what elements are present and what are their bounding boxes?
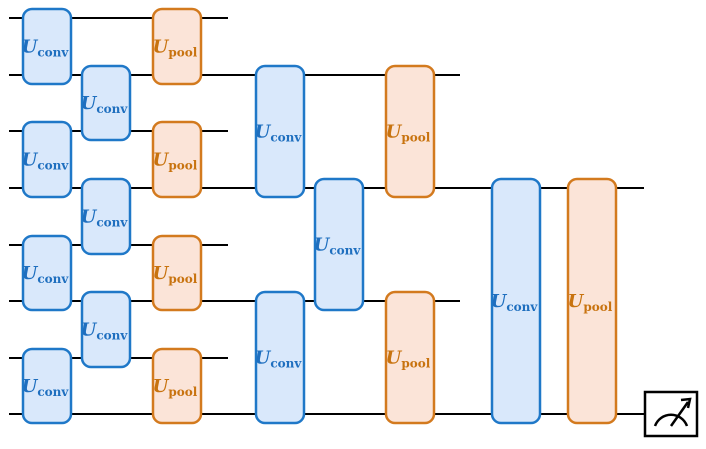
conv-gate-l0-5-label: Uconv [81, 207, 129, 230]
conv-gate-l0-2: Uconv [21, 234, 73, 312]
conv-gate-l0-1-label: Uconv [22, 150, 70, 173]
pool-gate-l0-3-box [151, 347, 203, 425]
conv-gate-l0-2-box [21, 234, 73, 312]
measurement-meter-icon [643, 390, 699, 438]
conv-gate-l0-1-box [21, 120, 73, 199]
pool-gate-l0-0: Upool [151, 7, 203, 86]
pool-gate-l0-3-label: Upool [153, 376, 198, 399]
conv-gate-l0-4-label: Uconv [81, 93, 129, 116]
conv-gate-l2-0-label: Uconv [491, 291, 539, 314]
gates-layer: UconvUconvUconvUconvUconvUconvUconvUpool… [21, 7, 618, 425]
pool-gate-l1-0-label: Upool [386, 122, 431, 145]
pool-gate-l1-0-box [384, 64, 436, 199]
conv-gate-l0-3: Uconv [21, 347, 73, 425]
conv-gate-l0-6-box [80, 290, 132, 369]
conv-gate-l0-6-label: Uconv [81, 320, 129, 343]
pool-gate-l0-2-box [151, 234, 203, 312]
conv-gate-l0-0-box [21, 7, 73, 86]
measurement-layer [643, 390, 699, 438]
conv-gate-l0-5: Uconv [80, 177, 132, 256]
conv-gate-l0-0-label: Uconv [22, 37, 70, 60]
pool-gate-l0-0-box [151, 7, 203, 86]
pool-gate-l0-3: Upool [151, 347, 203, 425]
conv-gate-l1-2-box [313, 177, 365, 312]
conv-gate-l1-2: Uconv [313, 177, 365, 312]
pool-gate-l0-1-label: Upool [153, 150, 198, 173]
conv-gate-l1-0: Uconv [254, 64, 306, 199]
conv-gate-l1-1-label: Uconv [255, 348, 303, 371]
conv-gate-l0-2-label: Uconv [22, 263, 70, 286]
pool-gate-l0-2: Upool [151, 234, 203, 312]
conv-gate-l0-0: Uconv [21, 7, 73, 86]
pool-gate-l1-1: Upool [384, 290, 436, 425]
conv-gate-l1-0-label: Uconv [255, 122, 303, 145]
pool-gate-l2-0-box [566, 177, 618, 425]
pool-gate-l0-2-label: Upool [153, 263, 198, 286]
pool-gate-l0-1-box [151, 120, 203, 199]
conv-gate-l1-2-label: Uconv [314, 235, 362, 258]
pool-gate-l0-0-label: Upool [153, 37, 198, 60]
conv-gate-l0-1: Uconv [21, 120, 73, 199]
pool-gate-l1-0: Upool [384, 64, 436, 199]
pool-gate-l1-1-label: Upool [386, 348, 431, 371]
conv-gate-l1-1-box [254, 290, 306, 425]
conv-gate-l0-3-label: Uconv [22, 376, 70, 399]
conv-gate-l1-0-box [254, 64, 306, 199]
conv-gate-l0-6: Uconv [80, 290, 132, 369]
conv-gate-l2-0: Uconv [490, 177, 542, 425]
pool-gate-l1-1-box [384, 290, 436, 425]
conv-gate-l0-4: Uconv [80, 64, 132, 142]
conv-gate-l1-1: Uconv [254, 290, 306, 425]
conv-gate-l0-5-box [80, 177, 132, 256]
conv-gate-l2-0-box [490, 177, 542, 425]
conv-gate-l0-4-box [80, 64, 132, 142]
pool-gate-l0-1: Upool [151, 120, 203, 199]
pool-gate-l2-0-label: Upool [568, 291, 613, 314]
conv-gate-l0-3-box [21, 347, 73, 425]
pool-gate-l2-0: Upool [566, 177, 618, 425]
